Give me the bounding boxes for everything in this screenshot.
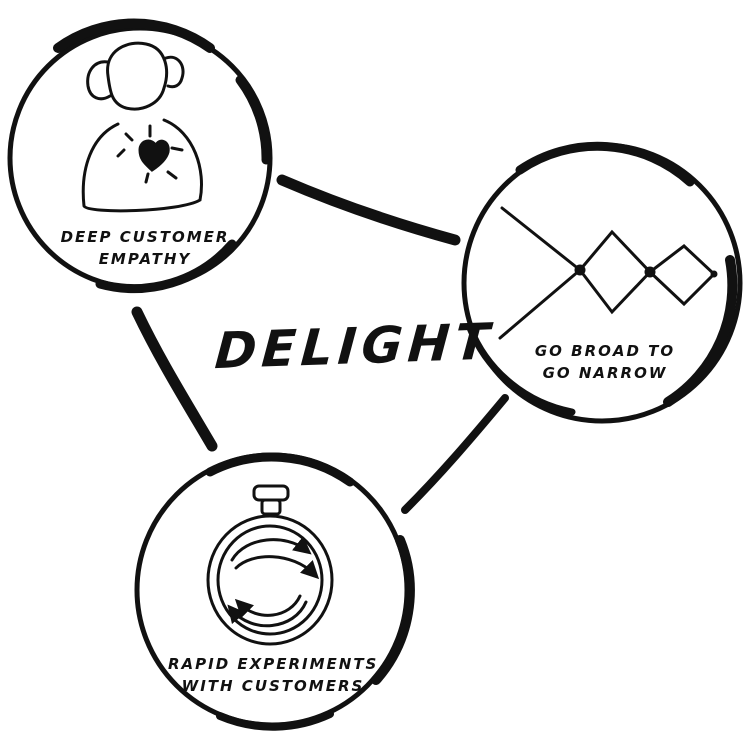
label-broad: GO BROAD TO GO NARROW (530, 340, 680, 384)
label-empathy-line2: EMPATHY (98, 250, 192, 268)
diverge-converge-icon (498, 206, 718, 340)
label-empathy-line1: DEEP CUSTOMER (60, 228, 230, 246)
node-circle-broad (461, 141, 743, 424)
label-experiments: RAPID EXPERIMENTS WITH CUSTOMERS (168, 653, 378, 697)
label-experiments-line1: RAPID EXPERIMENTS (168, 655, 379, 673)
label-experiments-line2: WITH CUSTOMERS (181, 677, 365, 695)
label-broad-line2: GO NARROW (542, 364, 668, 382)
center-title: DELIGHT (213, 312, 497, 381)
node-circle-experiments (134, 452, 415, 731)
connector-empathy-broad (276, 174, 461, 246)
label-broad-line1: GO BROAD TO (534, 342, 676, 360)
person-heart-icon (81, 41, 203, 213)
connector-empathy-experiments (131, 306, 218, 452)
stopwatch-cycle-icon (206, 484, 334, 646)
label-empathy: DEEP CUSTOMER EMPATHY (60, 226, 230, 270)
connector-broad-experiments (401, 394, 509, 514)
node-circle-empathy (7, 18, 273, 294)
